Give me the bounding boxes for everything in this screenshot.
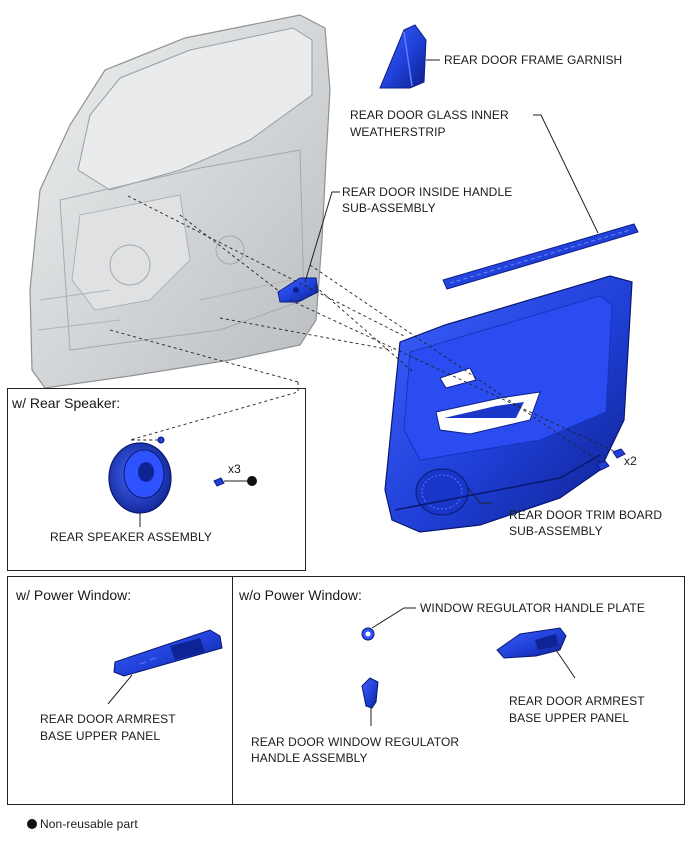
label-trim-qty: x2 (624, 454, 637, 468)
frame-garnish-part (379, 24, 427, 89)
rear-speaker-part (108, 436, 172, 514)
label-trim-board-line1: REAR DOOR TRIM BOARD (509, 508, 663, 522)
label-glass-weatherstrip-line1: REAR DOOR GLASS INNER (350, 108, 509, 122)
label-handle-plate: WINDOW REGULATOR HANDLE PLATE (420, 601, 645, 615)
label-speaker-qty: x3 (228, 462, 241, 476)
label-glass-weatherstrip-line2: WEATHERSTRIP (350, 125, 446, 139)
door-panel (29, 14, 331, 389)
glass-weatherstrip-part (442, 223, 639, 290)
handle-plate-part (361, 627, 375, 641)
regulator-handle-part (361, 677, 379, 709)
non-reusable-bullet (27, 819, 37, 829)
no-power-window-box (232, 576, 685, 805)
label-armrest-pw-line1: REAR DOOR ARMREST (40, 712, 176, 726)
label-armrest-npw-line1: REAR DOOR ARMREST (509, 694, 645, 708)
section-title-power-window: w/ Power Window: (16, 587, 132, 603)
label-armrest-npw-line2: BASE UPPER PANEL (509, 711, 630, 725)
label-frame-garnish: REAR DOOR FRAME GARNISH (444, 53, 623, 67)
label-regulator-handle-line2: HANDLE ASSEMBLY (251, 751, 368, 765)
trim-board-part (384, 275, 633, 533)
label-speaker-assembly: REAR SPEAKER ASSEMBLY (50, 530, 212, 544)
dashed-leaders (109, 195, 617, 463)
non-reusable-marker-speaker (247, 476, 257, 486)
label-inside-handle-line1: REAR DOOR INSIDE HANDLE (342, 185, 513, 199)
label-inside-handle-line2: SUB-ASSEMBLY (342, 201, 436, 215)
power-window-box (7, 576, 233, 805)
armrest-npw-part (496, 627, 567, 659)
rear-speaker-box (7, 388, 306, 571)
section-title-no-power-window: w/o Power Window: (239, 587, 362, 603)
label-armrest-pw-line2: BASE UPPER PANEL (40, 729, 161, 743)
speaker-screw (213, 477, 225, 487)
label-regulator-handle-line1: REAR DOOR WINDOW REGULATOR (251, 735, 460, 749)
legend-non-reusable: Non-reusable part (40, 817, 138, 831)
label-trim-board-line2: SUB-ASSEMBLY (509, 524, 603, 538)
section-title-rear-speaker: w/ Rear Speaker: (12, 395, 121, 411)
trim-clips (596, 448, 626, 471)
armrest-pw-part (113, 629, 223, 677)
